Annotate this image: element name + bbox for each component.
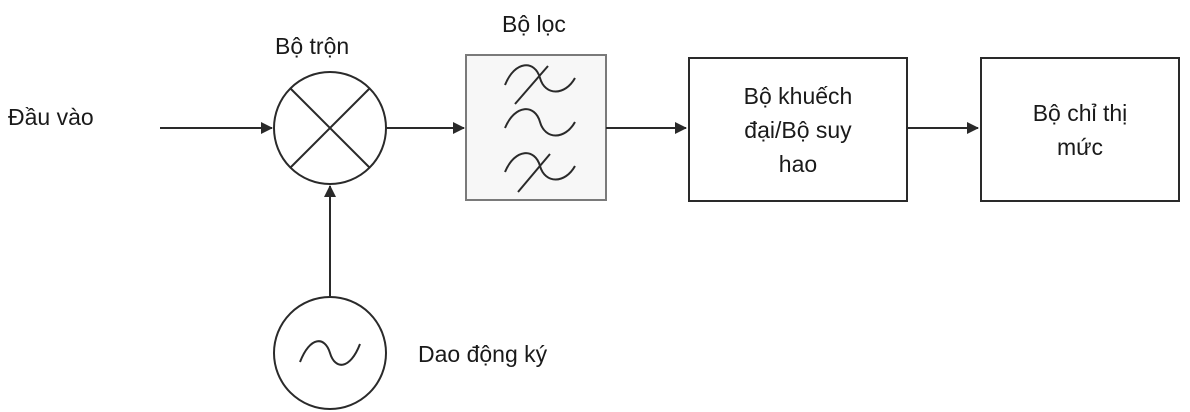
mixer-cross-icon bbox=[273, 71, 387, 185]
level-indicator-block: Bộ chỉ thị mức bbox=[980, 57, 1180, 202]
sine-wave-icon bbox=[273, 296, 387, 410]
filter-waves-icon bbox=[465, 54, 607, 201]
amplifier-label: Bộ khuếch đại/Bộ suy hao bbox=[743, 82, 853, 177]
filter-label: Bộ lọc bbox=[502, 11, 566, 37]
oscillator-label: Dao động ký bbox=[418, 341, 548, 367]
amplifier-block: Bộ khuếch đại/Bộ suy hao bbox=[688, 57, 908, 202]
input-label: Đầu vào bbox=[8, 104, 94, 130]
mixer-label: Bộ trộn bbox=[275, 33, 350, 59]
level-indicator-label: Bộ chỉ thị mức bbox=[1032, 99, 1128, 160]
